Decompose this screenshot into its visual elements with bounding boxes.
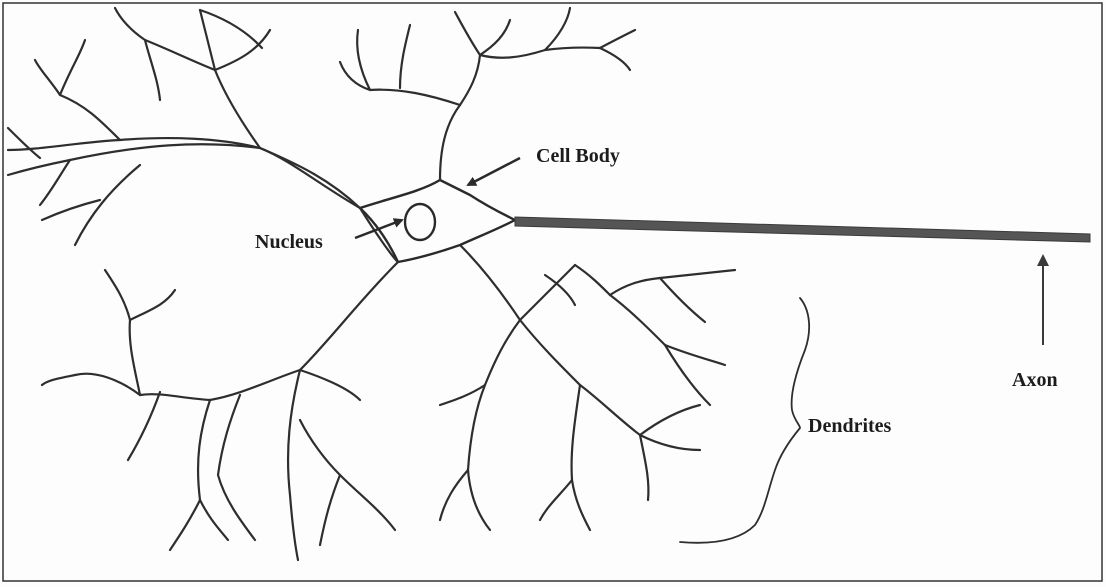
cell-body [360, 180, 515, 262]
dendrite-branch [200, 500, 228, 540]
dendrite-branch [288, 370, 300, 560]
dendrite-branch [468, 470, 490, 530]
dendrite-branch [300, 370, 360, 400]
dendrite-branch [600, 48, 630, 70]
cell-body-label: Cell Body [536, 145, 620, 167]
dendrite-branch [35, 60, 120, 140]
dendrite-branch [460, 245, 580, 385]
dendrite-branch [480, 20, 510, 55]
dendrite-branch [115, 8, 215, 70]
dendrites [8, 8, 735, 560]
dendrite-branch [600, 30, 635, 48]
dendrite-branch [575, 265, 610, 295]
dendrite-branch [300, 420, 395, 530]
dendrite-branch [540, 480, 572, 520]
dendrite-branch [545, 8, 570, 50]
dendrite-branch [480, 48, 600, 58]
nucleus [405, 204, 435, 240]
dendrite-branch [128, 392, 160, 460]
dendrite-branch [400, 25, 410, 88]
dendrite-branch [572, 385, 590, 530]
dendrite-branch [200, 10, 260, 148]
dendrite-branch [130, 290, 175, 320]
dendrite-branch [468, 320, 520, 470]
dendrite-branch [218, 395, 255, 540]
dendrite-branch [140, 262, 398, 400]
dendrite-branch [40, 160, 70, 205]
dendrite-branch [357, 30, 370, 90]
cell-body-arrow [468, 158, 520, 185]
dendrite-branch [640, 405, 700, 435]
axon-label: Axon [1012, 369, 1058, 391]
dendrites-brace [680, 298, 809, 543]
dendrite-branch [440, 470, 468, 520]
dendrite-branch [610, 295, 725, 365]
axon [515, 217, 1090, 242]
dendrite-branch [8, 128, 40, 158]
dendrite-branch [320, 475, 340, 545]
figure-frame [3, 3, 1102, 581]
dendrite-branch [200, 10, 262, 48]
dendrite-branch [215, 30, 270, 70]
dendrite-branch [60, 40, 85, 95]
nucleus-label: Nucleus [255, 231, 323, 253]
dendrite-branch [145, 40, 160, 100]
dendrite-branch [170, 400, 210, 550]
dendrite-branch [640, 435, 648, 500]
dendrites-label: Dendrites [808, 415, 892, 437]
dendrite-branch [660, 278, 705, 322]
dendrite-branch [105, 270, 140, 395]
dendrite-branch [455, 12, 480, 55]
dendrite-branch [440, 55, 480, 180]
dendrite-branch [42, 374, 140, 395]
